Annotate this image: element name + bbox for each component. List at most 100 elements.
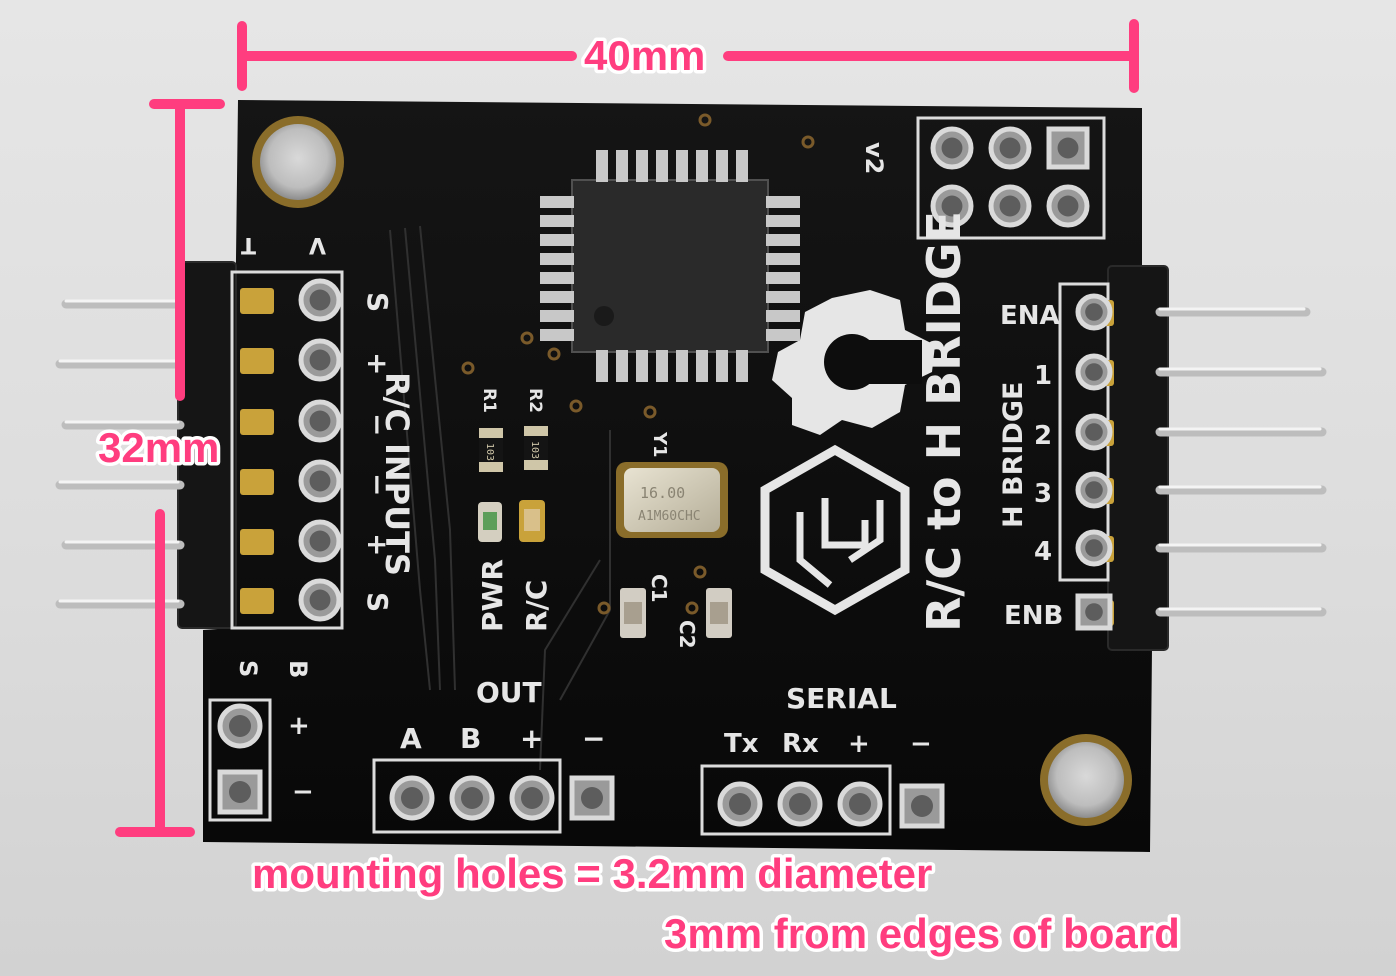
- power-label-b: B: [284, 660, 312, 678]
- holes-note-line2: 3mm from edges of board: [664, 910, 1180, 957]
- left-pin-label-5: +: [361, 533, 394, 556]
- crystal-text-1: 16.00: [640, 484, 685, 502]
- mcu-pin-left-4: [540, 253, 574, 265]
- isp-pad-5-hole: [999, 195, 1021, 217]
- left-pad-6-hole: [309, 589, 331, 611]
- mcu-pin-bottom-4: [656, 350, 668, 382]
- resistor-label-r2: R2: [525, 388, 545, 413]
- right-pad-1-hole: [1085, 303, 1103, 321]
- power-pad-minus: [217, 769, 263, 815]
- left-top-label-v: V: [309, 232, 326, 257]
- mcu-pin-left-7: [540, 310, 574, 322]
- out-pad-1-hole: [401, 787, 423, 809]
- board-title: R/C to H BRIDGE: [917, 211, 971, 632]
- right-pad-6: [1075, 593, 1113, 631]
- mcu-pin-top-3: [636, 150, 648, 182]
- capacitor-c2: [706, 588, 732, 638]
- hbridge-pin-label-5: 4: [1034, 537, 1052, 567]
- via-5: [569, 399, 583, 413]
- isp-pad-6-hole: [1057, 195, 1079, 217]
- height-label: 32mm: [98, 424, 219, 471]
- width-dimension: [237, 19, 1139, 93]
- hbridge-pin-label-4: 3: [1034, 479, 1052, 509]
- mcu-pin-top-6: [696, 150, 708, 182]
- right-pad-6-hole: [1085, 603, 1103, 621]
- left-pin-label-1: S: [361, 292, 394, 312]
- led-pwr: [478, 502, 502, 542]
- left-pin-solder-6: [240, 588, 274, 614]
- pcb-pads: [217, 113, 1113, 829]
- mcu-pin-bottom-2: [616, 350, 628, 382]
- via-7: [693, 565, 707, 579]
- left-top-label-t: T: [241, 232, 256, 257]
- hbridge-pin-label-3: 2: [1034, 421, 1052, 451]
- left-pin-label-4: −: [361, 473, 394, 496]
- power-pad-minus-hole: [229, 781, 251, 803]
- isp-pad-1-hole: [941, 137, 963, 159]
- left-pin-solder-5: [240, 529, 274, 555]
- mcu-pin-bottom-8: [736, 350, 748, 382]
- via-10: [461, 361, 475, 375]
- power-pad-plus-hole: [229, 715, 251, 737]
- via-1: [698, 113, 712, 127]
- right-pad-5-hole: [1085, 539, 1103, 557]
- serial-pad-4-hole: [911, 795, 933, 817]
- via-4: [547, 347, 561, 361]
- serial-pad-1-hole: [729, 793, 751, 815]
- height-dimension: [115, 99, 225, 837]
- power-label-s: S: [234, 660, 262, 677]
- via-6: [597, 601, 611, 615]
- crystal-text-2: A1M60CHC: [638, 509, 701, 524]
- mcu-pin-left-5: [540, 272, 574, 284]
- left-pad-4-hole: [309, 470, 331, 492]
- hbridge-pin-label-2: 1: [1034, 361, 1052, 391]
- hbridge-label: H BRIDGE: [998, 382, 1029, 528]
- resistor-label-r1: R1: [479, 388, 499, 413]
- crystal-label: Y1: [649, 431, 670, 458]
- left-pin-header: [177, 261, 344, 630]
- mcu-pin-top-1: [596, 150, 608, 182]
- microcontroller-chip: [571, 179, 769, 353]
- mcu-pin-bottom-3: [636, 350, 648, 382]
- mcu-pin-top-4: [656, 150, 668, 182]
- led-label-rc: R/C: [520, 580, 553, 632]
- width-label: 40mm: [584, 32, 705, 79]
- rc-inputs-label: R/C INPUTS: [378, 372, 416, 576]
- led-rc: [519, 500, 545, 542]
- isp-pad-4-hole: [941, 195, 963, 217]
- via-3: [520, 331, 534, 345]
- left-header-housing: [177, 261, 237, 629]
- serial-pin-label-4: −: [910, 729, 932, 759]
- via-9: [643, 405, 657, 419]
- mcu-pin-right-8: [766, 329, 800, 341]
- mcu-pin-top-5: [676, 150, 688, 182]
- out-pin-label-2: B: [460, 722, 481, 755]
- power-label-plus: +: [288, 711, 310, 741]
- right-pad-4-hole: [1085, 481, 1103, 499]
- mounting-hole-top-left: [252, 116, 344, 208]
- serial-pad-2-hole: [789, 793, 811, 815]
- mcu-pin-left-2: [540, 215, 574, 227]
- mcu-pin-right-3: [766, 234, 800, 246]
- mcu-pin-right-5: [766, 272, 800, 284]
- out-pad-3-hole: [521, 787, 543, 809]
- gear-logo-icon: [772, 290, 935, 435]
- holes-note-line1: mounting holes = 3.2mm diameter: [252, 850, 932, 897]
- power-header: [208, 698, 272, 822]
- board-version: v2: [860, 142, 888, 174]
- header-pins: [55, 150, 1327, 626]
- right-pad-2-hole: [1085, 363, 1103, 381]
- cap-label-c1: C1: [647, 574, 671, 603]
- mcu-pin-bottom-6: [696, 350, 708, 382]
- out-pad-4-hole: [581, 787, 603, 809]
- mcu-pin-left-1: [540, 196, 574, 208]
- capacitor-c1: [620, 588, 646, 638]
- mounting-hole-bottom-right: [1040, 734, 1132, 826]
- isp-pad-3: [1046, 126, 1090, 170]
- mcu-pin-bottom-5: [676, 350, 688, 382]
- right-pad-3-hole: [1085, 423, 1103, 441]
- serial-header: [700, 764, 892, 836]
- via-2: [801, 135, 815, 149]
